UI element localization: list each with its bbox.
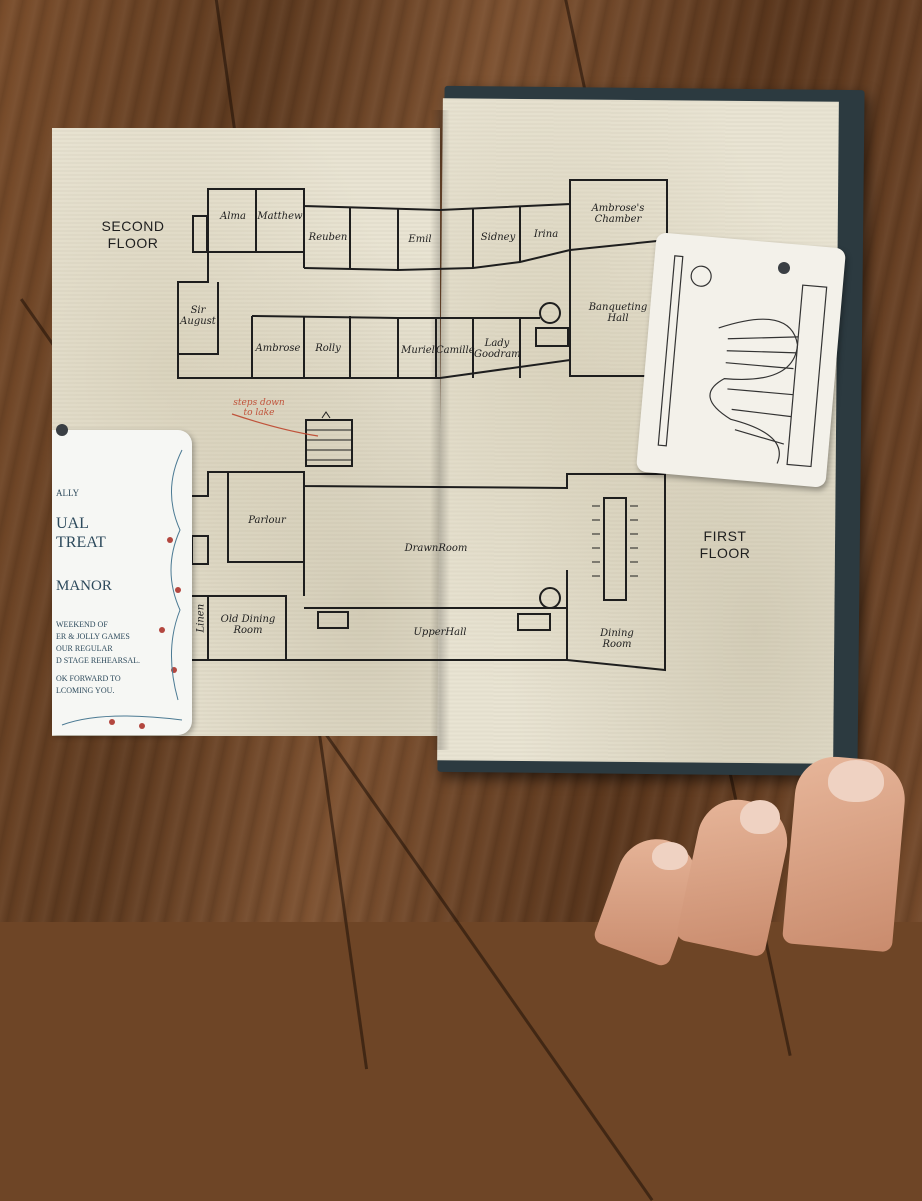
push-pin-icon bbox=[56, 424, 68, 436]
room-lady-goodram: Lady Goodram bbox=[474, 338, 521, 360]
bookmark-body-6: LCOMING YOU. bbox=[56, 686, 115, 695]
room-old-dining: Old Dining Room bbox=[214, 614, 282, 636]
room-banqueting-hall-line1: Banqueting bbox=[588, 302, 648, 313]
spiral-staircase-illustration bbox=[657, 255, 828, 468]
second-floor-label: SECOND FLOOR bbox=[100, 218, 166, 252]
lake-steps-note-line2: to lake bbox=[243, 408, 275, 418]
room-old-dining-line2: Room bbox=[233, 625, 263, 636]
room-sir-august: Sir August bbox=[178, 305, 218, 327]
bookmark-line-ual: UAL bbox=[56, 515, 89, 532]
room-sir-august-line1: Sir bbox=[190, 305, 206, 316]
second-floor-label-line1: SECOND bbox=[101, 218, 165, 234]
first-floor-label-line1: FIRST bbox=[703, 528, 747, 544]
room-linen: Linen bbox=[195, 603, 207, 633]
second-floor-label-line2: FLOOR bbox=[107, 235, 159, 251]
fingernail bbox=[740, 800, 780, 834]
bookmark-body-2: ER & JOLLY GAMES bbox=[56, 632, 130, 641]
room-banqueting-hall-line2: Hall bbox=[607, 313, 629, 324]
room-ambrose: Ambrose bbox=[255, 343, 301, 354]
room-sir-august-line2: August bbox=[180, 316, 216, 327]
thumbnail bbox=[828, 760, 884, 802]
bookmark-body-3: OUR REGULAR bbox=[56, 644, 113, 653]
floral-border-decoration bbox=[61, 449, 183, 729]
room-dining-line1: Dining bbox=[600, 628, 634, 639]
room-muriel: Muriel bbox=[401, 345, 435, 356]
first-floor-label: FIRST FLOOR bbox=[690, 528, 760, 562]
room-dining-line2: Room bbox=[602, 639, 632, 650]
room-parlour: Parlour bbox=[248, 515, 286, 526]
first-floor-label-line2: FLOOR bbox=[699, 545, 751, 561]
bookmark-body-1: WEEKEND OF bbox=[56, 620, 108, 629]
lake-steps-note-line1: steps down bbox=[233, 398, 285, 408]
room-sidney: Sidney bbox=[480, 232, 516, 243]
room-alma: Alma bbox=[220, 211, 246, 222]
room-dining: Dining Room bbox=[592, 628, 642, 650]
staircase-card bbox=[635, 232, 847, 488]
room-lady-goodram-line1: Lady bbox=[484, 338, 510, 349]
room-old-dining-line1: Old Dining bbox=[220, 614, 276, 625]
invitation-bookmark: ALLY UAL TREAT MANOR WEEKEND OF ER & JOL… bbox=[52, 430, 192, 735]
room-ambrose-chamber-line1: Ambrose's bbox=[591, 203, 645, 214]
room-lady-goodram-line2: Goodram bbox=[474, 349, 521, 360]
fingernail bbox=[652, 842, 688, 870]
room-drawing-room: DrawnRoom bbox=[404, 543, 468, 554]
room-camille: Camille bbox=[436, 345, 475, 356]
push-pin-icon bbox=[778, 262, 790, 274]
bookmark-line-manor: MANOR bbox=[56, 578, 112, 594]
room-banqueting-hall: Banqueting Hall bbox=[580, 302, 656, 324]
lake-steps-note: steps down to lake bbox=[226, 398, 292, 418]
room-upper-hall: UpperHall bbox=[413, 627, 467, 638]
room-emil: Emil bbox=[408, 234, 432, 245]
bookmark-line-ally: ALLY bbox=[56, 488, 80, 498]
room-rolly: Rolly bbox=[315, 343, 341, 354]
room-irina: Irina bbox=[533, 229, 559, 240]
room-matthew: Matthew bbox=[257, 211, 303, 222]
bookmark-body-4: D STAGE REHEARSAL. bbox=[56, 656, 141, 665]
bookmark-line-treat: TREAT bbox=[56, 534, 106, 551]
room-ambrose-chamber: Ambrose's Chamber bbox=[578, 203, 658, 225]
room-reuben: Reuben bbox=[308, 232, 348, 243]
bookmark-body-5: OK FORWARD TO bbox=[56, 674, 121, 683]
room-ambrose-chamber-line2: Chamber bbox=[594, 214, 642, 225]
